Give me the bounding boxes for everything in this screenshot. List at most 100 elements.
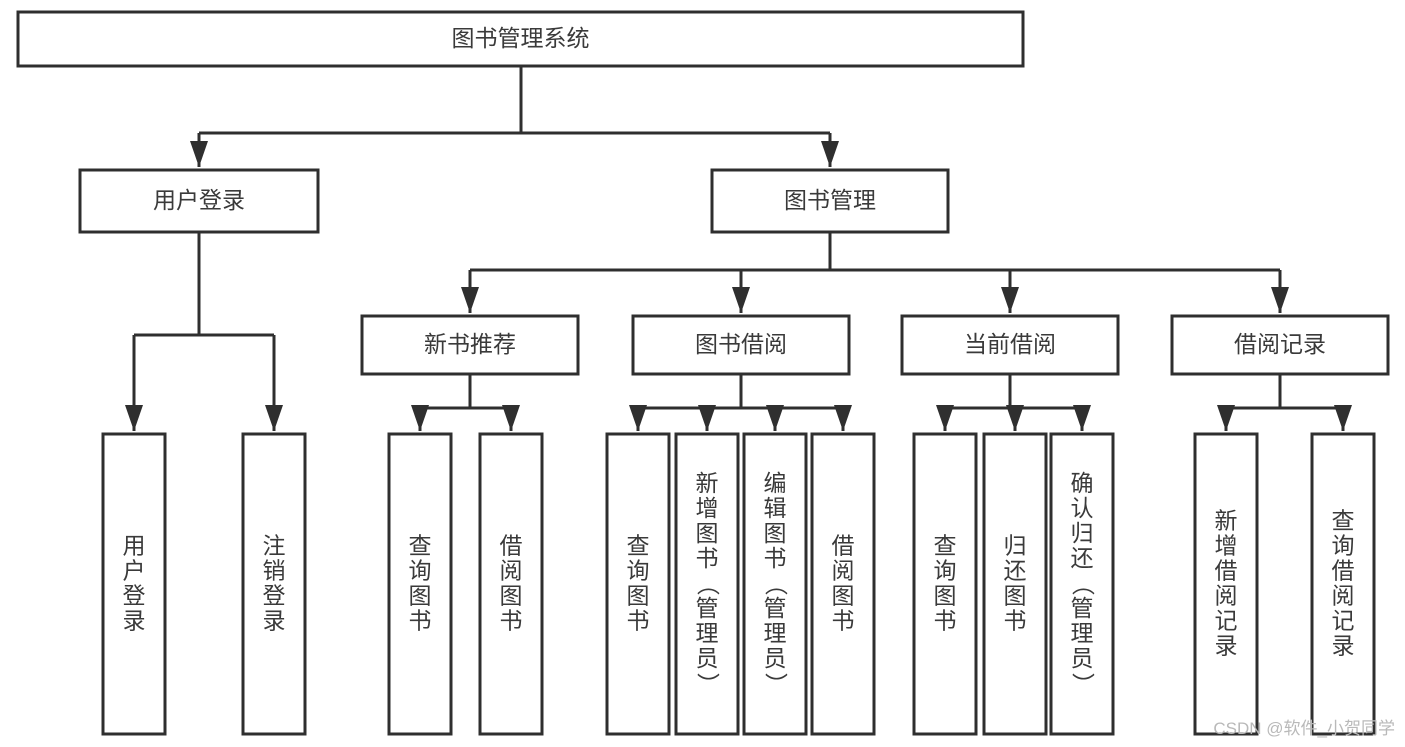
node-label-char: 询 <box>409 558 432 584</box>
node-level2-1[interactable]: 图书管理 <box>710 168 950 234</box>
node-box <box>710 168 950 234</box>
node-label-char: 图 <box>764 520 787 546</box>
arrow-head-icon <box>834 405 852 431</box>
node-label-char: 员 <box>1071 645 1094 671</box>
node-label-char: 编 <box>764 470 787 496</box>
node-label-char: 借 <box>1215 558 1238 584</box>
node-box <box>101 432 167 736</box>
node-label-char: 录 <box>1215 633 1238 659</box>
node-label-char: 管 <box>764 595 787 621</box>
node-label-char: ） <box>1070 673 1096 696</box>
node-box <box>605 432 671 736</box>
node-label-char: 增 <box>696 495 719 521</box>
node-label-char: 询 <box>934 558 957 584</box>
node-box <box>810 432 876 736</box>
watermark-text: CSDN @软件_小贺同学 <box>1213 719 1395 738</box>
node-label-char: 查 <box>627 533 650 559</box>
arrow-head-icon <box>766 405 784 431</box>
node-label: 图书借阅 <box>695 331 787 357</box>
arrow-head-icon <box>125 405 143 431</box>
node-label-char: 记 <box>1332 608 1355 634</box>
node-label-char: 员 <box>764 645 787 671</box>
node-label-char: 理 <box>764 620 787 646</box>
node-label-char: 员 <box>696 645 719 671</box>
node-box <box>78 168 320 234</box>
arrow-head-icon <box>502 405 520 431</box>
node-label-char: 书 <box>696 545 719 571</box>
node-label-char: 图 <box>934 583 957 609</box>
arrow-head-icon <box>190 141 208 167</box>
node-label-char: 图 <box>696 520 719 546</box>
node-label-char: 录 <box>263 608 286 634</box>
node-label-char: 录 <box>123 608 146 634</box>
node-label-char: 归 <box>1071 520 1094 546</box>
node-label-char: 辑 <box>764 495 787 521</box>
node-label: 用户登录 <box>153 187 245 213</box>
node-label-char: 查 <box>1332 508 1355 534</box>
node-level3-2[interactable]: 当前借阅 <box>900 314 1120 376</box>
arrow-head-icon <box>936 405 954 431</box>
node-label-char: 借 <box>1332 558 1355 584</box>
node-label-char: 增 <box>1215 533 1238 559</box>
node-label-char: 阅 <box>500 558 523 584</box>
connector-layer <box>125 66 1352 431</box>
node-level3-0[interactable]: 新书推荐 <box>360 314 580 376</box>
node-box <box>387 432 453 736</box>
node-leaf-0[interactable]: 用户登录 <box>101 432 167 736</box>
node-box <box>1170 314 1390 376</box>
node-level2-0[interactable]: 用户登录 <box>78 168 320 234</box>
node-label-char: （ <box>695 573 721 596</box>
node-label-char: （ <box>1070 573 1096 596</box>
node-label-char: 新 <box>1215 508 1238 534</box>
node-label-char: 记 <box>1215 608 1238 634</box>
arrow-head-icon <box>698 405 716 431</box>
node-box <box>982 432 1048 736</box>
node-label-char: 理 <box>1071 620 1094 646</box>
node-label-char: 管 <box>696 595 719 621</box>
node-label-char: 认 <box>1071 495 1094 521</box>
node-label-char: 图 <box>832 583 855 609</box>
node-label-char: 登 <box>123 583 146 609</box>
node-label: 图书管理系统 <box>452 25 590 51</box>
arrow-head-icon <box>629 405 647 431</box>
node-level3-1[interactable]: 图书借阅 <box>631 314 851 376</box>
node-root-0[interactable]: 图书管理系统 <box>16 10 1025 68</box>
arrow-head-icon <box>265 405 283 431</box>
node-label: 图书管理 <box>784 187 876 213</box>
node-box <box>478 432 544 736</box>
node-box <box>1310 432 1376 736</box>
node-label-char: 图 <box>500 583 523 609</box>
node-level3-3[interactable]: 借阅记录 <box>1170 314 1390 376</box>
node-label-char: 阅 <box>832 558 855 584</box>
node-label: 借阅记录 <box>1234 331 1326 357</box>
node-label-char: 书 <box>764 545 787 571</box>
node-label-char: 书 <box>627 608 650 634</box>
node-box <box>631 314 851 376</box>
node-label-char: 书 <box>934 608 957 634</box>
node-label-char: 还 <box>1071 545 1094 571</box>
node-label-char: ） <box>695 673 721 696</box>
node-label-char: 图 <box>1004 583 1027 609</box>
node-layer: 图书管理系统用户登录图书管理新书推荐图书借阅当前借阅借阅记录用户登录注销登录查询… <box>16 10 1390 736</box>
node-box <box>742 432 808 736</box>
node-label-char: （ <box>763 573 789 596</box>
node-label-char: 理 <box>696 620 719 646</box>
arrow-head-icon <box>1073 405 1091 431</box>
node-label-char: 图 <box>409 583 432 609</box>
node-label-char: 书 <box>500 608 523 634</box>
arrow-head-icon <box>821 141 839 167</box>
node-label-char: 查 <box>409 533 432 559</box>
node-label-char: 用 <box>123 533 146 559</box>
